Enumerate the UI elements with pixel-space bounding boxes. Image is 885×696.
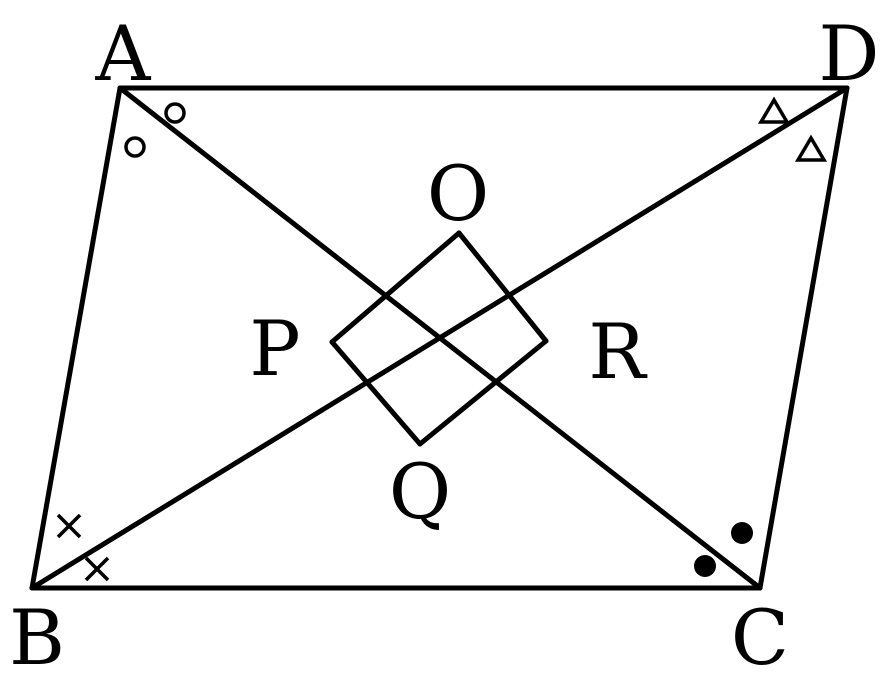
- label-D: D: [819, 9, 880, 98]
- label-R: R: [588, 307, 648, 396]
- side-BA: [29, 85, 123, 591]
- line-B-D: [29, 85, 850, 591]
- angle-mark-circle: [124, 136, 146, 158]
- label-C: C: [731, 593, 789, 682]
- angle-mark-dot: [694, 555, 716, 577]
- label-P: P: [249, 304, 300, 393]
- angle-mark-cross: [56, 513, 82, 539]
- segment-Q-P: [329, 339, 423, 447]
- label-Q: Q: [389, 447, 451, 536]
- parallelogram-sides: [29, 85, 850, 591]
- label-B: B: [9, 593, 65, 682]
- angle-marks-C: [694, 522, 753, 577]
- point-labels: A D B C O P R Q: [9, 9, 879, 682]
- angle-mark-triangle: [757, 96, 791, 124]
- angle-marks-D: [757, 96, 828, 162]
- segment-R-Q: [417, 338, 549, 447]
- angle-mark-circle: [164, 102, 186, 124]
- angle-marks-A: [124, 102, 186, 158]
- angle-marks-B: [56, 513, 110, 582]
- bisector-lines: [29, 85, 850, 591]
- side-DC: [757, 85, 850, 591]
- angle-mark-triangle: [794, 134, 828, 162]
- angle-mark-dot: [731, 522, 753, 544]
- inner-quadrilateral: [329, 230, 549, 447]
- angle-mark-cross: [84, 556, 110, 582]
- label-A: A: [95, 9, 152, 98]
- segment-P-O: [329, 230, 462, 345]
- label-O: O: [427, 149, 489, 238]
- segment-O-R: [456, 230, 549, 344]
